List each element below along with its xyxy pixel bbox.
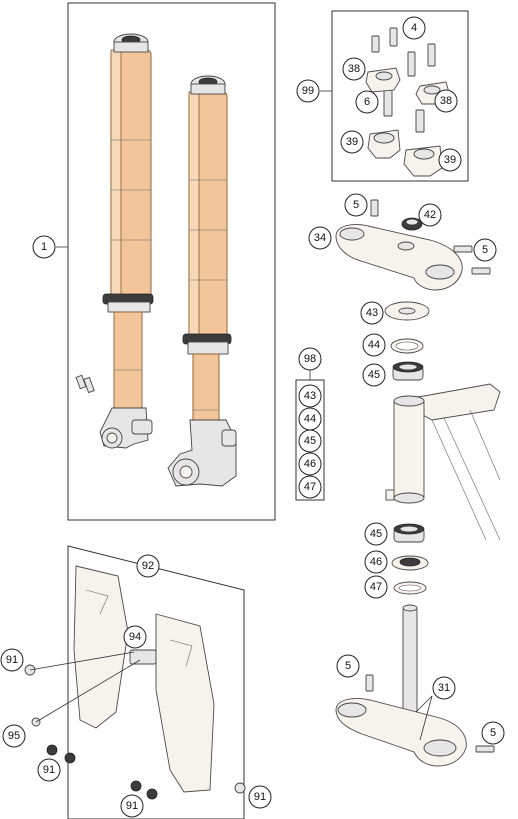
svg-text:34: 34 bbox=[314, 232, 326, 244]
callout-6: 6 bbox=[355, 90, 379, 114]
svg-text:4: 4 bbox=[411, 22, 417, 34]
callout-98-43: 43 bbox=[298, 384, 322, 408]
svg-text:5: 5 bbox=[345, 660, 351, 672]
callout-45-bottom: 45 bbox=[364, 522, 388, 546]
svg-text:99: 99 bbox=[302, 85, 314, 97]
svg-text:38: 38 bbox=[348, 63, 360, 75]
callout-91-right-bottom: 91 bbox=[248, 785, 272, 809]
callout-1: 1 bbox=[32, 235, 56, 259]
svg-text:39: 39 bbox=[346, 136, 358, 148]
clamp-kit-frame bbox=[331, 10, 469, 182]
callout-43-top: 43 bbox=[360, 301, 384, 325]
svg-text:39: 39 bbox=[444, 154, 456, 166]
left-fork-leg bbox=[99, 33, 154, 449]
callout-98-47: 47 bbox=[298, 475, 322, 499]
upper-bearing-stack bbox=[384, 301, 430, 381]
svg-text:47: 47 bbox=[304, 481, 316, 493]
svg-text:47: 47 bbox=[370, 581, 382, 593]
callout-5-lower-right: 5 bbox=[481, 721, 505, 745]
svg-text:45: 45 bbox=[368, 369, 380, 381]
callout-31: 31 bbox=[432, 676, 456, 700]
svg-text:98: 98 bbox=[304, 353, 316, 365]
callout-99: 99 bbox=[296, 79, 320, 103]
callout-98-45: 45 bbox=[298, 429, 322, 453]
callout-46-bottom: 46 bbox=[364, 550, 388, 574]
svg-text:43: 43 bbox=[304, 390, 316, 402]
callout-5-right-upper: 5 bbox=[473, 238, 497, 262]
svg-text:45: 45 bbox=[370, 528, 382, 540]
handlebar-clamps-lower bbox=[367, 129, 443, 177]
callout-39-right: 39 bbox=[438, 148, 462, 172]
upper-triple-clamp bbox=[335, 199, 491, 291]
svg-text:46: 46 bbox=[304, 458, 316, 470]
svg-text:38: 38 bbox=[440, 95, 452, 107]
fork-guard-frame bbox=[67, 545, 245, 819]
callout-39-left: 39 bbox=[340, 130, 364, 154]
callout-98-46: 46 bbox=[298, 452, 322, 476]
callout-98: 98 bbox=[298, 347, 322, 371]
callout-94: 94 bbox=[123, 625, 147, 649]
fork-group-frame bbox=[67, 2, 276, 521]
callout-42: 42 bbox=[418, 203, 442, 227]
svg-text:91: 91 bbox=[126, 800, 138, 812]
right-fork-leg bbox=[167, 75, 237, 487]
lower-triple-clamp bbox=[335, 604, 495, 767]
svg-text:31: 31 bbox=[438, 682, 450, 694]
svg-text:95: 95 bbox=[8, 730, 20, 742]
lower-bearing-stack bbox=[391, 523, 429, 595]
svg-text:44: 44 bbox=[368, 339, 380, 351]
svg-text:46: 46 bbox=[370, 556, 382, 568]
svg-text:91: 91 bbox=[43, 764, 55, 776]
svg-text:44: 44 bbox=[304, 413, 316, 425]
callout-44-top: 44 bbox=[362, 333, 386, 357]
svg-text:91: 91 bbox=[254, 791, 266, 803]
callout-91-left-bottom: 91 bbox=[37, 758, 61, 782]
callout-4: 4 bbox=[402, 16, 426, 40]
callout-47-bottom: 47 bbox=[364, 575, 388, 599]
svg-text:43: 43 bbox=[366, 307, 378, 319]
callout-45-top: 45 bbox=[362, 363, 386, 387]
callout-34: 34 bbox=[308, 226, 332, 250]
fork-guards bbox=[73, 565, 215, 793]
fork-bolts bbox=[75, 374, 95, 394]
callout-91-center-bottom: 91 bbox=[120, 794, 144, 818]
svg-text:5: 5 bbox=[353, 199, 359, 211]
svg-text:91: 91 bbox=[6, 654, 18, 666]
svg-text:45: 45 bbox=[304, 435, 316, 447]
frame-head-tube bbox=[385, 383, 501, 541]
callout-5-lower-left: 5 bbox=[336, 654, 360, 678]
svg-text:94: 94 bbox=[129, 631, 141, 643]
svg-text:5: 5 bbox=[490, 727, 496, 739]
svg-text:42: 42 bbox=[424, 209, 436, 221]
callout-92: 92 bbox=[136, 554, 160, 578]
svg-text:92: 92 bbox=[142, 560, 154, 572]
callout-95: 95 bbox=[2, 724, 26, 748]
callout-5-top: 5 bbox=[344, 193, 368, 217]
callout-98-44: 44 bbox=[298, 407, 322, 431]
callout-38-right: 38 bbox=[434, 89, 458, 113]
callout-91-left-top: 91 bbox=[0, 648, 24, 672]
svg-text:1: 1 bbox=[41, 241, 47, 253]
callout-38-left: 38 bbox=[342, 57, 366, 81]
svg-text:6: 6 bbox=[364, 96, 370, 108]
svg-text:5: 5 bbox=[482, 244, 488, 256]
clamp-screws bbox=[371, 27, 436, 133]
